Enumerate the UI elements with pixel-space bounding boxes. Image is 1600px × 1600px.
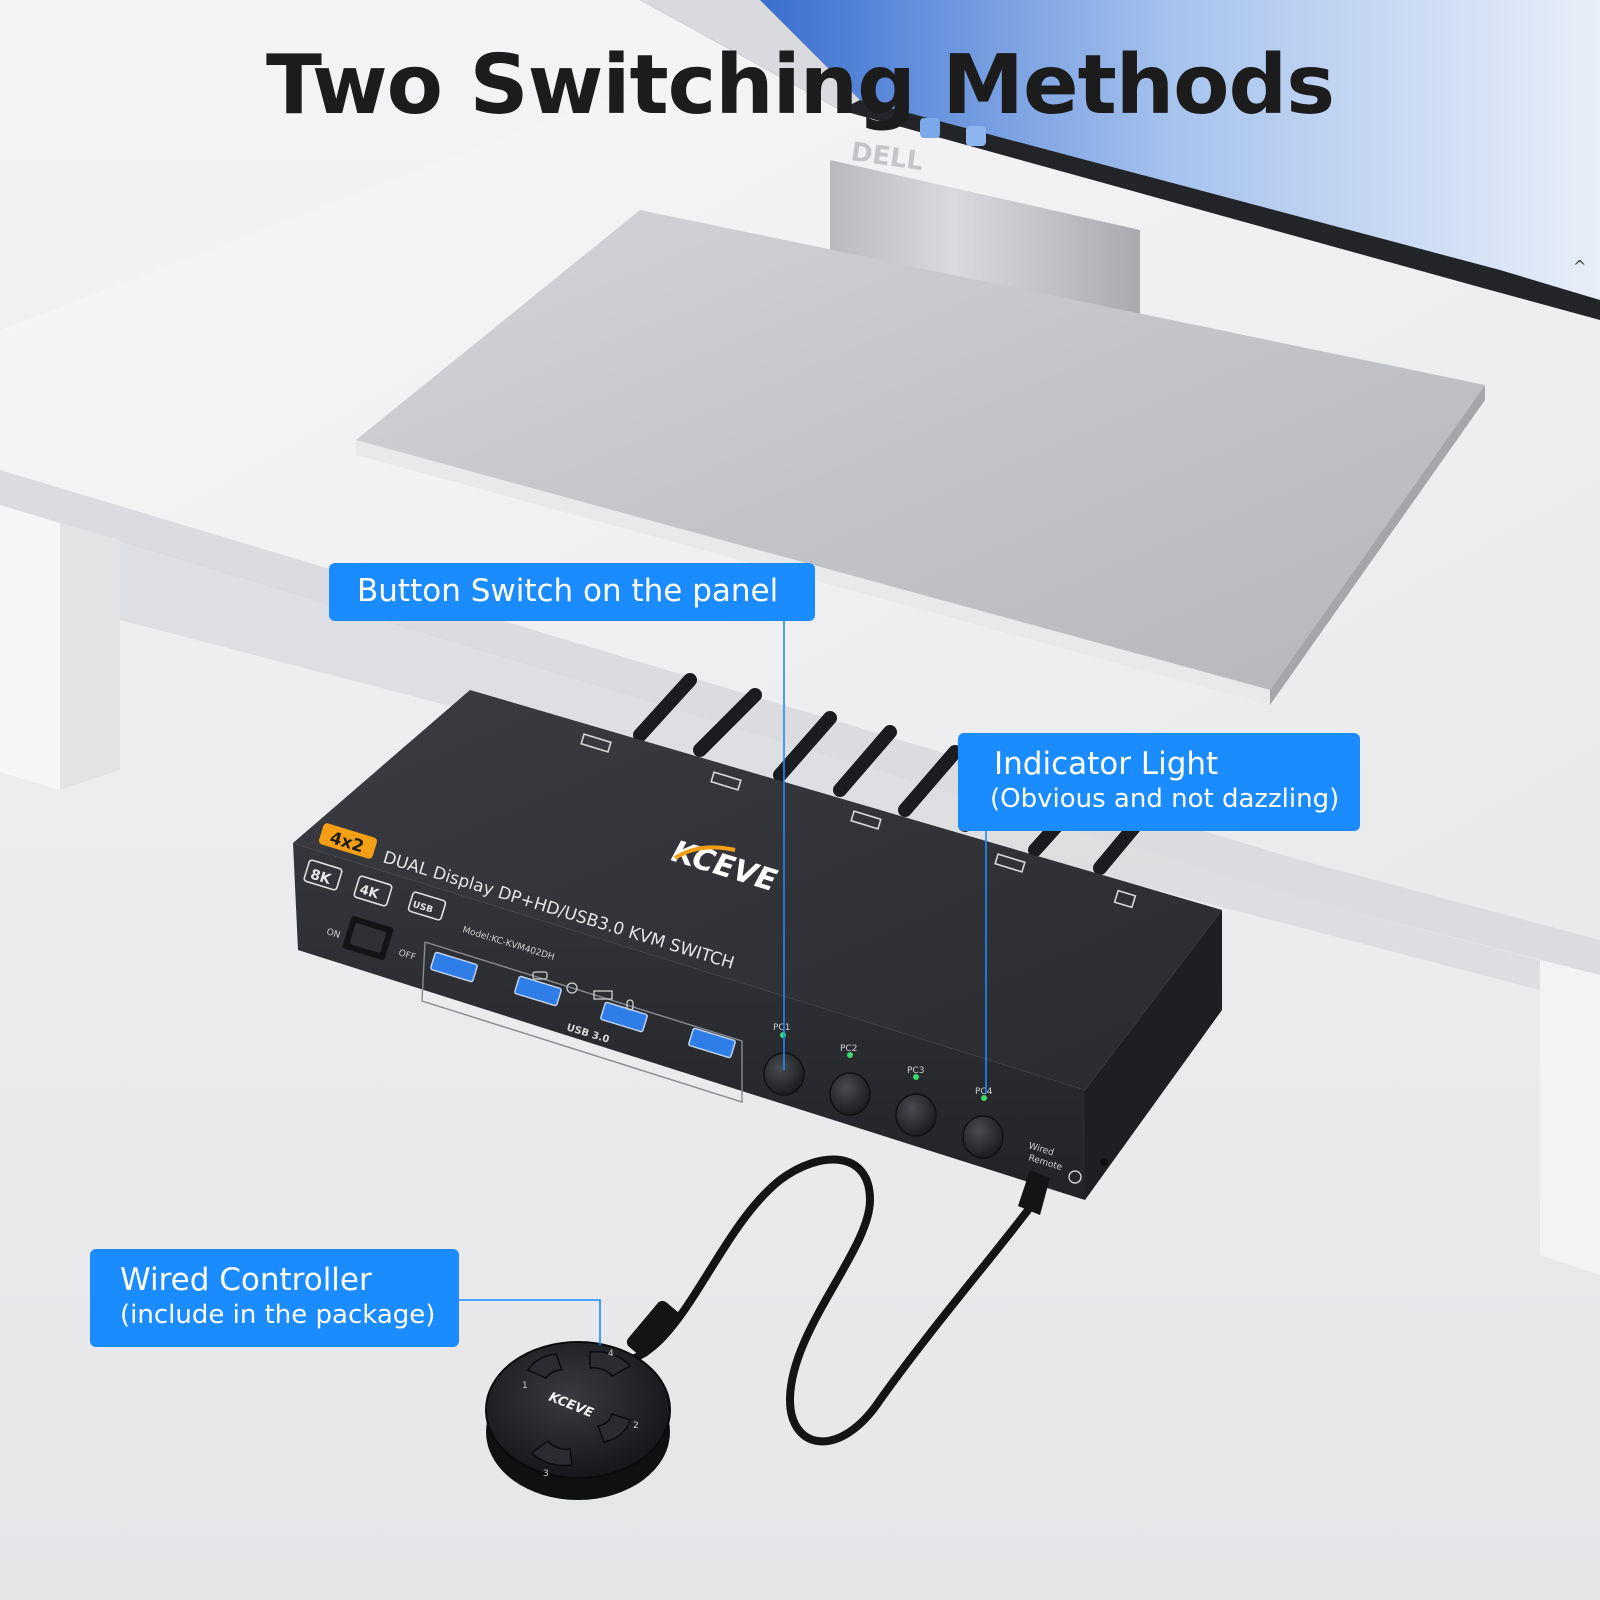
globe-icon bbox=[566, 982, 578, 994]
indicator-light bbox=[981, 1095, 987, 1101]
indicator-light bbox=[780, 1032, 786, 1038]
kvm-top-panel bbox=[293, 690, 1222, 1090]
controller-button-4[interactable] bbox=[589, 1350, 632, 1377]
controller-button-number: 3 bbox=[543, 1469, 549, 1479]
indicator-light bbox=[913, 1074, 919, 1080]
callout-subtitle: (include in the package) bbox=[120, 1300, 436, 1330]
callout-subtitle: (Obvious and not dazzling) bbox=[990, 784, 1340, 814]
pc3-switch-button[interactable] bbox=[895, 1093, 937, 1137]
port-icons bbox=[580, 733, 1137, 909]
usb-area-outline bbox=[421, 941, 743, 1103]
pc2-switch-button[interactable] bbox=[829, 1072, 871, 1116]
monitor-base-side bbox=[1270, 385, 1485, 705]
chevron-up-icon: ^ bbox=[1573, 257, 1586, 276]
mouse-icon bbox=[626, 999, 634, 1011]
usb-c-icon bbox=[532, 971, 548, 980]
controller-buttons bbox=[526, 1350, 632, 1467]
power-off-label: OFF bbox=[397, 948, 417, 963]
controller-button-number: 1 bbox=[522, 1381, 528, 1391]
callout-wired-controller: Wired Controller (include in the package… bbox=[90, 1249, 459, 1347]
logo-swoosh bbox=[673, 845, 736, 860]
remote-port-icon bbox=[1068, 1170, 1082, 1184]
usb-port[interactable] bbox=[688, 1027, 736, 1059]
shelf-right-leg bbox=[1540, 960, 1600, 1275]
remote-connector bbox=[1018, 1170, 1050, 1215]
usb-port[interactable] bbox=[430, 951, 478, 983]
pc-label: PC4 bbox=[975, 1087, 993, 1097]
callout-button-switch: Button Switch on the panel bbox=[329, 563, 815, 621]
taskbar-icon bbox=[966, 126, 986, 146]
cable-strain-relief bbox=[626, 1300, 680, 1358]
power-on-label: ON bbox=[325, 927, 341, 941]
controller-button-number: 4 bbox=[608, 1349, 614, 1359]
shelf-left-leg-side bbox=[60, 523, 120, 790]
monitor-screen bbox=[760, 0, 1600, 300]
monitor-chin bbox=[640, 0, 860, 110]
callout-indicator-light: Indicator Light (Obvious and not dazzlin… bbox=[958, 733, 1360, 831]
pc-label: PC2 bbox=[840, 1044, 857, 1054]
controller-button-3[interactable] bbox=[530, 1439, 573, 1467]
monitor-base bbox=[356, 210, 1485, 690]
controller-button-2[interactable] bbox=[596, 1413, 631, 1443]
callout-title: Wired Controller bbox=[120, 1262, 372, 1298]
usb-port[interactable] bbox=[514, 975, 562, 1007]
leader-wired-controller bbox=[459, 1299, 601, 1345]
peripheral-icons bbox=[532, 971, 634, 1011]
pc4-switch-button[interactable] bbox=[962, 1115, 1004, 1159]
ratio-badge bbox=[319, 823, 377, 859]
controller-button-1[interactable] bbox=[526, 1353, 564, 1379]
callout-title: Indicator Light bbox=[994, 746, 1219, 782]
usb-ports bbox=[430, 951, 736, 1059]
wired-controller[interactable] bbox=[485, 1341, 671, 1479]
pc-label: PC1 bbox=[773, 1023, 790, 1033]
remote-port[interactable] bbox=[1100, 1158, 1108, 1166]
keyboard-icon bbox=[593, 990, 613, 1000]
taskbar-icon bbox=[920, 118, 940, 138]
pc-switch-group: PC1 PC2 PC3 PC4 bbox=[763, 1023, 1004, 1159]
callout-title: Button Switch on the panel bbox=[357, 573, 779, 609]
spec-badge-4k: 4K bbox=[358, 882, 382, 902]
pc-label: PC3 bbox=[907, 1066, 924, 1076]
kvm-side-panel bbox=[1085, 910, 1222, 1200]
shelf-shadow bbox=[120, 540, 1540, 990]
kvm-front-panel bbox=[293, 843, 1085, 1200]
controller-button-number: 2 bbox=[633, 1421, 639, 1431]
callout-leaders bbox=[459, 621, 987, 1345]
shelf-left-leg bbox=[0, 505, 60, 790]
page-title: Two Switching Methods bbox=[265, 38, 1335, 133]
controller-cable bbox=[596, 1155, 1032, 1446]
spec-badge-8k: 8K bbox=[308, 867, 333, 889]
spec-badges: 8K 4K USB bbox=[303, 859, 447, 921]
indicator-light bbox=[847, 1052, 853, 1058]
power-switch-rocker bbox=[349, 923, 387, 953]
